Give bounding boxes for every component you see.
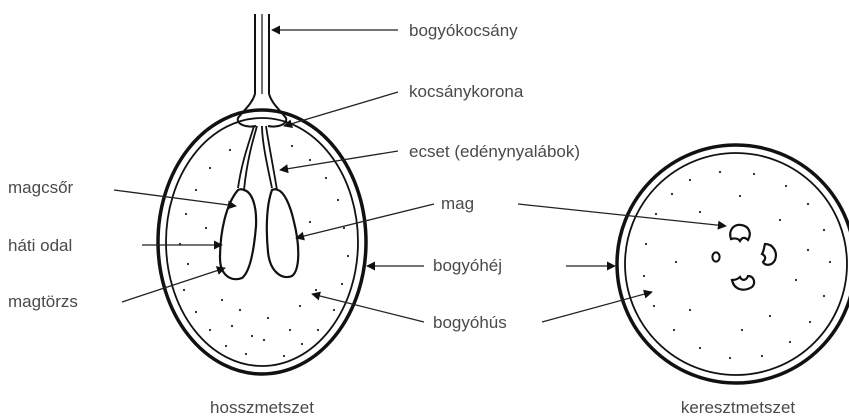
cross-seed-left xyxy=(712,252,719,261)
cross-seed-right xyxy=(762,244,776,265)
arrow-flesh-right xyxy=(542,292,652,322)
caption-longitudinal: hosszmetszet xyxy=(210,398,314,417)
cross-section xyxy=(617,145,849,383)
berry-skin-inner xyxy=(166,118,358,366)
arrow-seed-body xyxy=(122,268,225,302)
arrow-flesh-left xyxy=(312,294,424,322)
leader-arrows xyxy=(114,30,726,322)
caption-cross: keresztmetszet xyxy=(681,398,796,417)
label-seed-body: magtörzs xyxy=(8,292,78,311)
label-brush: ecset (edénynyalábok) xyxy=(409,142,580,161)
label-stem: bogyókocsány xyxy=(409,21,518,40)
vascular-brush xyxy=(238,126,277,190)
cross-skin-inner xyxy=(625,153,847,375)
flesh-stipple-left xyxy=(179,145,349,357)
label-flesh: bogyóhús xyxy=(433,313,507,332)
arrow-stem-crown xyxy=(284,92,398,126)
longitudinal-section xyxy=(158,14,366,374)
flesh-stipple-cross xyxy=(643,171,831,359)
seed-right xyxy=(267,189,298,277)
label-skin: bogyóhéj xyxy=(433,256,502,275)
seed-left xyxy=(220,189,256,279)
label-seed: mag xyxy=(441,194,474,213)
label-dorsal-side: háti odal xyxy=(8,236,72,255)
cross-seed-top xyxy=(730,225,750,241)
cross-skin-outer xyxy=(617,145,849,383)
arrow-seed-right xyxy=(518,204,726,226)
berry-stem xyxy=(255,14,269,94)
berry-skin-outer xyxy=(158,110,366,374)
label-stem-crown: kocsánykorona xyxy=(409,82,524,101)
label-seed-beak: magcsőr xyxy=(8,178,74,197)
arrow-seed-beak xyxy=(114,190,236,206)
cross-seed-bottom xyxy=(732,276,754,290)
